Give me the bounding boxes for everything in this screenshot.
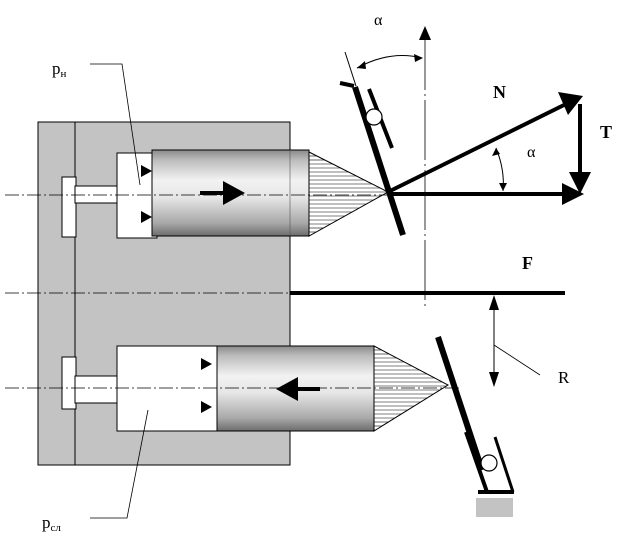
- alpha-angle-arc-force: [492, 147, 507, 192]
- lower-cylinder-bore: [116, 345, 223, 432]
- label-pressure-discharge: pн: [52, 59, 67, 80]
- tangential-force-vector: [569, 104, 591, 194]
- upper-piston-tip: [308, 151, 390, 237]
- normal-force-vector: [387, 92, 583, 194]
- upper-piston-motion-arrow: [200, 181, 245, 205]
- lower-piston-tip: [373, 345, 450, 432]
- alpha-angle-arc-top: [344, 51, 423, 87]
- lower-valve-port: [61, 356, 118, 410]
- upper-valve-port: [61, 176, 118, 238]
- label-radius: R: [558, 368, 570, 387]
- label-tangential-force: T: [600, 122, 612, 142]
- labels: α N T α F R pн pсл: [42, 12, 612, 534]
- label-axial-force: F: [522, 253, 533, 273]
- label-alpha-top: α: [374, 12, 383, 29]
- support-block: [476, 498, 513, 517]
- label-pressure-drain: pсл: [42, 513, 61, 534]
- upper-swash-plate: [339, 81, 406, 236]
- upper-pressure-arrows: [141, 165, 152, 223]
- label-normal-force: N: [493, 82, 506, 102]
- lower-piston-motion-arrow: [276, 377, 320, 401]
- label-alpha-force: α: [527, 144, 536, 161]
- axial-force-vector: [388, 183, 584, 205]
- lower-swash-plate: [435, 336, 515, 494]
- lower-pressure-arrows: [201, 358, 212, 413]
- vertical-axis-arrow: [419, 26, 431, 40]
- pressure-leader-lines: [90, 63, 149, 519]
- radius-dimension: [489, 295, 541, 387]
